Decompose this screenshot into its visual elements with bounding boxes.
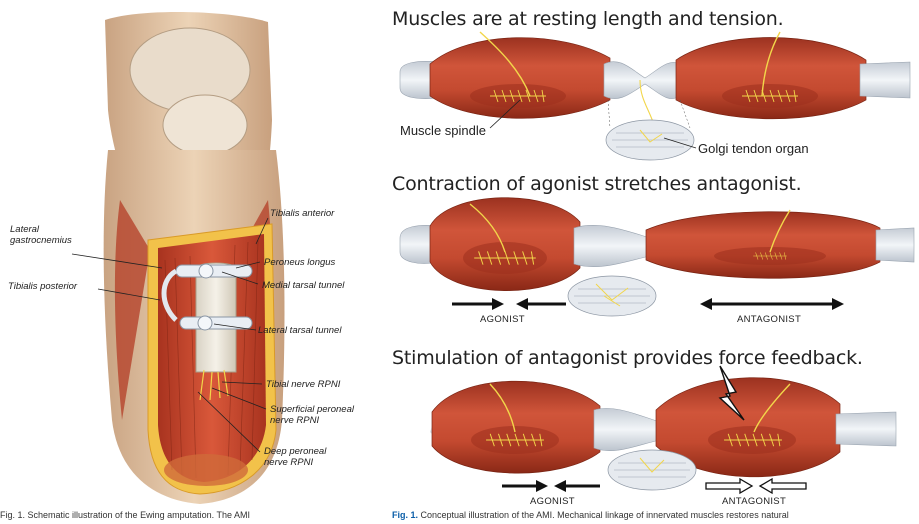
antagonist-label-1: ANTAGONIST: [737, 314, 801, 325]
muscle-spindle-label: Muscle spindle: [400, 123, 486, 138]
callout-superficial-peroneal-rpni: Superficial peroneal nerve RPNI: [270, 404, 354, 426]
panel-resting: [400, 32, 910, 160]
panel-stimulation: [430, 366, 896, 493]
agonist-arrows: [452, 298, 566, 310]
callout-deep-peroneal-rpni: Deep peroneal nerve RPNI: [264, 446, 326, 468]
callout-lateral-tarsal-tunnel: Lateral tarsal tunnel: [258, 325, 341, 336]
golgi-tendon-organ-label: Golgi tendon organ: [698, 141, 809, 156]
medial-tarsal-tunnel: [176, 264, 252, 278]
callout-tibialis-anterior: Tibialis anterior: [270, 208, 334, 219]
antagonist-stretched: [646, 212, 880, 279]
patella: [163, 95, 247, 155]
tendon-right: [860, 62, 910, 98]
ami-diagram: [392, 0, 919, 508]
antagonist-arrows-stim: [706, 479, 806, 493]
left-caption: Fig. 1. Schematic illustration of the Ew…: [0, 510, 388, 520]
antagonist-arrow: [700, 298, 844, 310]
callout-lateral-gastrocnemius: Lateral gastrocnemius: [10, 224, 72, 246]
caption-fig-label: Fig. 1.: [392, 510, 418, 520]
agonist-arrows-stim: [502, 480, 600, 492]
callout-peroneus-longus: Peroneus longus: [264, 257, 335, 268]
agonist-label-2: AGONIST: [530, 496, 575, 507]
limb-illustration: [0, 0, 392, 508]
callout-tibialis-posterior: Tibialis posterior: [8, 281, 77, 292]
panel-contraction: [400, 198, 914, 316]
agonist-label-1: AGONIST: [480, 314, 525, 325]
antagonist-label-2: ANTAGONIST: [722, 496, 786, 507]
caption-text: Conceptual illustration of the AMI. Mech…: [418, 510, 789, 520]
callout-medial-tarsal-tunnel: Medial tarsal tunnel: [262, 280, 344, 291]
right-caption: Fig. 1. Conceptual illustration of the A…: [392, 510, 919, 520]
callout-tibial-nerve-rpni: Tibial nerve RPNI: [266, 379, 340, 390]
